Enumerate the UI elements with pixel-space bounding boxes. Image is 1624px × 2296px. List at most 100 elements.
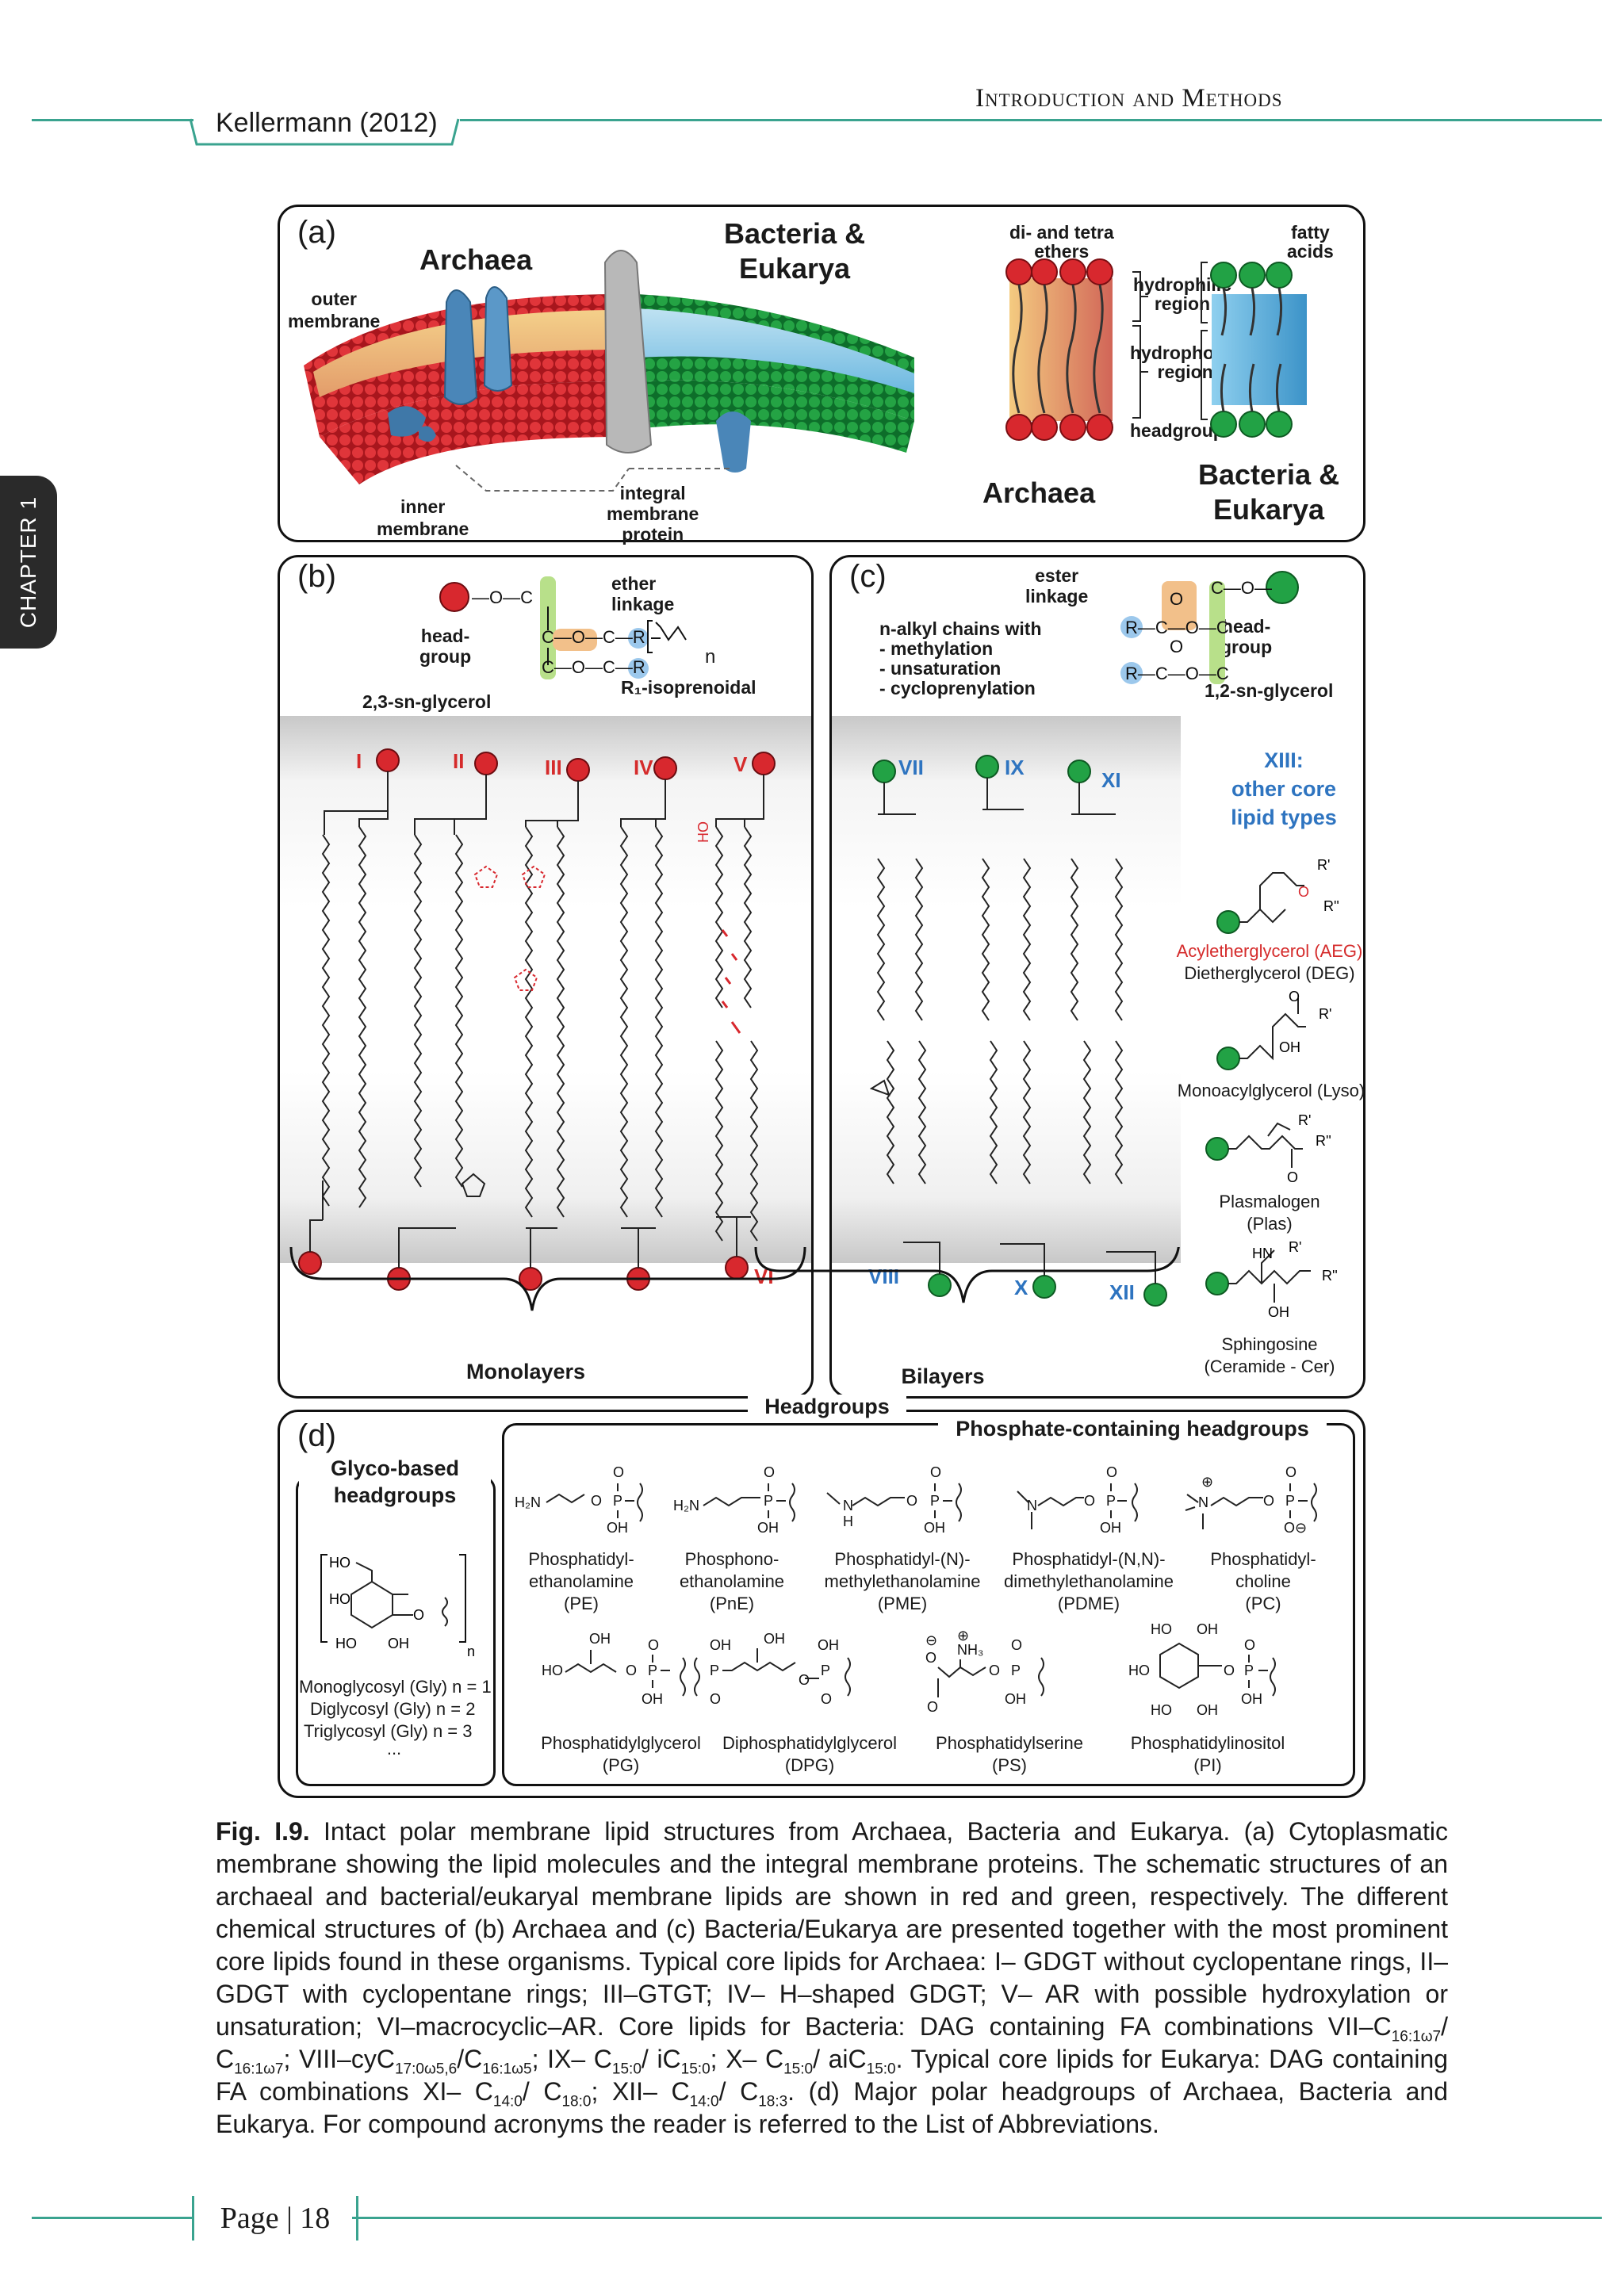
panel-a: (a) Archaea Bacteria & Eukarya outer mem… [278,205,1365,545]
outer-membrane-label: outer membrane [288,289,381,331]
ethers-label: di- and tetra ethers [1009,222,1114,262]
svg-text:P: P [1285,1493,1295,1509]
svg-text:O: O [1289,989,1300,1004]
ether-linkage-label: ether linkage [611,573,675,614]
lipid-label-v: V [733,752,748,776]
monolayers-brace [289,1247,806,1311]
panel-b-headgroup-label: head- group [419,626,472,667]
aeg-deg-structure: O R' R'' [1216,857,1339,934]
svg-text:O: O [1106,1464,1117,1480]
svg-text:N: N [1198,1494,1208,1510]
svg-text:H₂N: H₂N [515,1494,541,1510]
lipid-label-vii: VII [898,756,924,779]
caption-sub: 16:1ω7 [234,2061,284,2078]
svg-text:OH: OH [924,1520,945,1536]
svg-text:O: O [799,1672,810,1688]
svg-text:R—C—O—C: R—C—O—C [1125,664,1229,683]
svg-text:O: O [710,1691,721,1707]
page-number: Page | 18 [192,2196,358,2241]
monolayers-label: Monolayers [465,1360,586,1383]
lipid-label-ii: II [453,749,465,773]
pe-name: Phosphatidyl- ethanolamine (PE) [528,1549,634,1613]
svg-text:OH: OH [1005,1691,1026,1707]
svg-text:O: O [1170,637,1183,656]
bilayers-brace [754,1247,1180,1303]
svg-text:OH: OH [607,1520,628,1536]
lipid-schematic [1005,258,1307,441]
svg-text:OH: OH [1197,1623,1218,1637]
svg-text:C—O—C—R: C—O—C—R [542,657,645,677]
svg-text:R': R' [1317,857,1330,873]
svg-text:⊕: ⊕ [957,1628,969,1644]
svg-text:O: O [764,1464,775,1480]
svg-text:HO: HO [695,821,711,843]
svg-text:O: O [1011,1637,1022,1653]
caption-sub: 16:1ω5 [482,2061,532,2078]
panel-b: (b) ether linkage head- group 2,3-sn-gly… [278,555,814,1399]
svg-text:O: O [591,1493,602,1509]
caption-sub: 16:1ω7 [1391,2028,1442,2045]
caption-label: Fig. I.9. [216,1817,310,1846]
fatty-acids-label: fatty acids [1287,222,1334,262]
svg-text:n: n [467,1644,475,1659]
inner-membrane-label: inner membrane [377,496,469,539]
svg-text:R—C—O—C: R—C—O—C [1125,618,1229,637]
caption-part: ; IX– C [531,2045,612,2073]
lipid-label-xi: XI [1101,768,1121,792]
phosphate-box [502,1423,1355,1786]
glyco-line-4: ... [386,1739,402,1758]
lipid-label-iv: IV [634,756,653,779]
lipid-label-vi: VI [754,1265,774,1288]
caption-sub: 15:0 [611,2061,642,2078]
membrane-illustration [304,250,914,492]
caption-sub: 18:0 [561,2093,592,2110]
svg-text:OH: OH [818,1637,839,1653]
svg-text:O: O [1224,1663,1235,1678]
caption-sub: 18:3 [758,2093,788,2110]
svg-text:OH: OH [1268,1304,1289,1320]
pi-name: Phosphatidylinositol (PI) [1130,1733,1285,1775]
pg-name: Phosphatidylglycerol (PG) [541,1733,701,1775]
pdme-name: Phosphatidyl-(N,N)- dimethylethanolamine… [1003,1549,1174,1613]
svg-text:OH: OH [1100,1520,1121,1536]
svg-text:O: O [906,1493,917,1509]
panel-c: (c) ester linkage n-alkyl chains with - … [754,555,1365,1399]
svg-text:⊕: ⊕ [1201,1474,1213,1490]
svg-text:OH: OH [388,1636,409,1651]
svg-text:O: O [626,1663,637,1678]
plasmalogen-abbrev: (Plas) [1247,1214,1293,1234]
caption-part: ; VIII–cyC [283,2045,395,2073]
alkyl-chains-label: n-alkyl chains with - methylation - unsa… [879,618,1042,698]
svg-text:O: O [413,1607,424,1623]
svg-text:R'': R'' [1316,1133,1331,1149]
panel-d-label: (d) [297,1418,336,1453]
svg-text:H: H [843,1513,853,1529]
chapter-tab-label: CHAPTER 1 [16,496,40,629]
svg-text:O: O [821,1691,832,1707]
svg-text:N: N [1027,1498,1037,1513]
svg-text:HO: HO [1151,1623,1172,1637]
sphingosine-name: Sphingosine [1221,1334,1318,1354]
svg-text:R': R' [1289,1239,1301,1255]
svg-text:NH₃: NH₃ [957,1642,983,1658]
bacteria-core-lipids [869,755,1167,1307]
svg-text:C—O—: C—O— [1211,578,1272,598]
panel-c-glycerol-label: 1,2-sn-glycerol [1205,680,1334,701]
plasmalogen-structure: R' R'' O [1205,1112,1331,1185]
svg-text:HO: HO [1128,1663,1150,1678]
svg-text:O: O [1244,1637,1255,1653]
bacteria-eukarya-title: Bacteria & Eukarya [724,217,866,285]
header-author: Kellermann (2012) [216,108,438,138]
panel-b-label: (b) [297,559,336,594]
dpg-name: Diphosphatidylglycerol (DPG) [722,1733,898,1775]
svg-text:P: P [821,1663,830,1678]
glyco-title: Glyco-based headgroups [299,1455,491,1509]
svg-text:R': R' [1298,1112,1311,1128]
svg-text:O: O [930,1464,941,1480]
phosphate-title: Phosphate-containing headgroups [938,1417,1327,1441]
lipid-label-iii: III [545,756,562,779]
caption-sub: 15:0 [680,2061,710,2078]
svg-text:H₂N: H₂N [673,1498,699,1513]
